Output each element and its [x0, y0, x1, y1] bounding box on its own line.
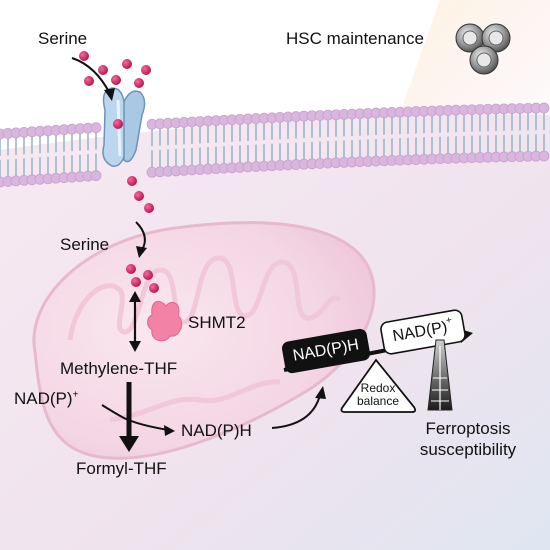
serine-cluster-mito	[126, 264, 159, 293]
arrow-head	[136, 246, 147, 258]
ferroptosis-line-1: Ferroptosis	[425, 419, 511, 438]
arrow-head	[129, 291, 141, 302]
balance-fulcrum	[340, 358, 417, 413]
redox-balance-label: Redox balance	[352, 382, 404, 407]
serine-cluster-cytosol	[127, 176, 154, 213]
arrow-head	[315, 386, 326, 399]
serine-molecule	[79, 51, 89, 61]
methylene-thf-label: Methylene-THF	[60, 359, 178, 378]
serine-top-label: Serine	[38, 29, 88, 48]
arrow-head	[129, 341, 141, 352]
nadp-plus-label: NAD(P)+	[14, 390, 78, 407]
serine-mito-label: Serine	[60, 235, 110, 254]
serine-cluster-outside	[79, 51, 151, 129]
nadph-to-balance-arrow	[271, 394, 321, 429]
hsc-cells	[455, 23, 511, 75]
nadp-plus-superscript: +	[72, 389, 79, 401]
serine-molecule	[134, 191, 144, 201]
hsc-nucleus	[462, 30, 478, 46]
shmt2-label: SHMT2	[188, 313, 246, 332]
nadp-balance-superscript: +	[445, 314, 453, 327]
serine-molecule	[144, 203, 154, 213]
ferroptosis-label: Ferroptosis susceptibility	[398, 418, 538, 461]
arrow-head	[104, 88, 115, 101]
serine-molecule	[113, 119, 123, 129]
lipid-head	[90, 170, 102, 182]
nadph-box	[281, 328, 371, 374]
redox-line-2: balance	[356, 393, 400, 408]
shmt2-enzyme	[147, 300, 183, 342]
ferroptosis-meter	[427, 339, 453, 411]
serine-molecule	[111, 75, 121, 85]
serine-molecule	[134, 78, 144, 88]
serine-molecule	[143, 270, 153, 280]
serine-molecule	[141, 65, 151, 75]
serine-molecule	[84, 76, 94, 86]
mitochondrial-cristae	[67, 255, 342, 341]
hsc-nucleus	[476, 52, 492, 68]
serine-molecule	[149, 283, 159, 293]
serine-molecule	[126, 264, 136, 274]
serine-molecule	[131, 277, 141, 287]
hsc-maintenance-label: HSC maintenance	[286, 29, 424, 48]
nadph-mid-label: NAD(P)H	[181, 421, 252, 440]
serine-molecule	[98, 65, 108, 75]
cell-membrane	[0, 102, 550, 188]
nadp-balance-text: NAD(P)	[391, 318, 449, 346]
mitochondrion	[32, 221, 376, 460]
ferroptosis-line-2: susceptibility	[419, 440, 517, 460]
serine-molecule	[122, 59, 132, 69]
lipid-head	[90, 122, 102, 134]
arrow-head	[164, 425, 175, 436]
lipid-head	[538, 102, 550, 114]
redox-line-1: Redox	[360, 381, 396, 395]
hsc-nucleus	[488, 30, 504, 46]
serine-molecule	[127, 176, 137, 186]
arrow-head	[119, 436, 139, 452]
lipid-head	[538, 150, 550, 162]
formyl-thf-label: Formyl-THF	[76, 459, 167, 478]
nadp-reduction-arrow	[101, 404, 169, 431]
nadp-plus-text: NAD(P)	[14, 389, 73, 408]
